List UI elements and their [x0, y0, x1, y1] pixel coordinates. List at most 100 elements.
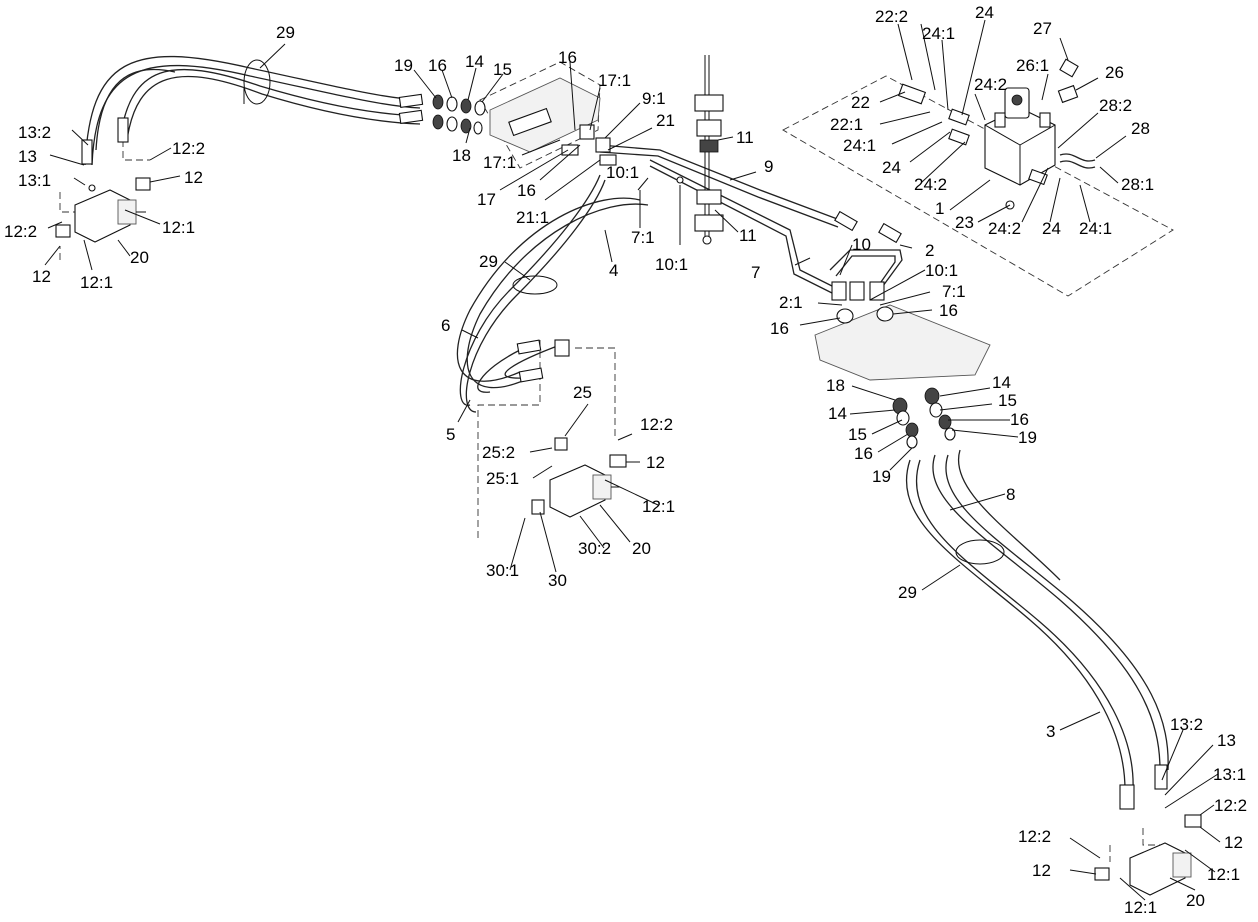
callout-c12_2d: 12:2	[1214, 796, 1247, 815]
callout-c16f: 16	[1010, 410, 1029, 429]
callout-c12_1c: 12:1	[642, 497, 675, 516]
callout-c19a: 19	[394, 56, 413, 75]
leader-lines	[44, 19, 1221, 901]
callout-c25: 25	[573, 383, 592, 402]
callout-c20c: 20	[1186, 891, 1205, 910]
callout-c14a: 14	[465, 52, 484, 71]
callout-c15b: 15	[998, 391, 1017, 410]
callout-c6: 6	[441, 316, 450, 335]
callout-c16c: 16	[517, 181, 536, 200]
pump-middle	[531, 437, 627, 518]
callout-c13a: 13	[18, 147, 37, 166]
callout-c24_2c: 24:2	[988, 219, 1021, 238]
callout-c20a: 20	[130, 248, 149, 267]
mid-manifold	[814, 304, 991, 449]
hoses	[81, 56, 1169, 810]
callout-c22_1: 22:1	[830, 115, 863, 134]
callout-c20b: 20	[632, 539, 651, 558]
callout-c10_1a: 10:1	[606, 163, 639, 182]
callout-c12_1b: 12:1	[80, 273, 113, 292]
callout-c15a: 15	[493, 60, 512, 79]
callout-c30_2: 30:2	[578, 539, 611, 558]
callout-c16a: 16	[428, 56, 447, 75]
callout-c17: 17	[477, 190, 496, 209]
callout-c24_2b: 24:2	[914, 175, 947, 194]
callout-c12c: 12	[646, 453, 665, 472]
callout-c12_1e: 12:1	[1124, 898, 1157, 917]
callout-c29c: 29	[898, 583, 917, 602]
callout-c26: 26	[1105, 63, 1124, 82]
valve-block	[897, 58, 1096, 210]
callout-c30: 30	[548, 571, 567, 590]
callout-c12_1a: 12:1	[162, 218, 195, 237]
callout-c1: 1	[935, 199, 944, 218]
callout-c28_1: 28:1	[1121, 175, 1154, 194]
callout-c10: 10	[852, 235, 871, 254]
callout-c23: 23	[955, 213, 974, 232]
callout-c16b: 16	[558, 48, 577, 67]
callout-c13_1a: 13:1	[18, 171, 51, 190]
callout-c12a: 12	[184, 168, 203, 187]
callout-c7_1a: 7:1	[631, 228, 655, 247]
callout-c12e: 12	[1032, 861, 1051, 880]
callout-c28_2: 28:2	[1099, 96, 1132, 115]
callout-c29b: 29	[479, 252, 498, 271]
callout-c8: 8	[1006, 485, 1015, 504]
callout-c24c: 24	[1042, 219, 1061, 238]
callout-c7: 7	[751, 263, 760, 282]
callout-c12d: 12	[1224, 833, 1243, 852]
callout-c29a: 29	[276, 23, 295, 42]
callout-c17_1a: 17:1	[598, 71, 631, 90]
pump-lower-right	[1094, 814, 1202, 896]
callout-c21_1: 21:1	[516, 208, 549, 227]
callout-c12_2e: 12:2	[1018, 827, 1051, 846]
callout-c16e: 16	[939, 301, 958, 320]
callout-c12_2c: 12:2	[640, 415, 673, 434]
callout-c12_2a: 12:2	[172, 139, 205, 158]
callout-c9: 9	[764, 157, 773, 176]
callout-c5: 5	[446, 425, 455, 444]
callout-c24a: 24	[975, 3, 994, 22]
callout-c9_1: 9:1	[642, 89, 666, 108]
callout-c13_2a: 13:2	[18, 123, 51, 142]
pump-upper-left	[55, 177, 151, 243]
callout-c4: 4	[609, 261, 618, 280]
callout-c15c: 15	[848, 425, 867, 444]
callout-c16d: 16	[770, 319, 789, 338]
callout-c10_1b: 10:1	[655, 255, 688, 274]
callout-c2: 2	[925, 241, 934, 260]
callout-c25_2: 25:2	[482, 443, 515, 462]
callout-c12b: 12	[32, 267, 51, 286]
callout-c24_1b: 24:1	[843, 136, 876, 155]
callout-c22: 22	[851, 93, 870, 112]
callout-c7_1b: 7:1	[942, 282, 966, 301]
callout-c2_1: 2:1	[779, 293, 803, 312]
callout-c3: 3	[1046, 722, 1055, 741]
callout-c16g: 16	[854, 444, 873, 463]
callout-c17_1b: 17:1	[483, 153, 516, 172]
callout-c24_1a: 24:1	[922, 24, 955, 43]
callout-c24_2a: 24:2	[974, 75, 1007, 94]
callout-c14c: 14	[828, 404, 847, 423]
callout-c18a: 18	[452, 146, 471, 165]
callout-c14b: 14	[992, 373, 1011, 392]
callout-c24_1c: 24:1	[1079, 219, 1112, 238]
callout-c25_1: 25:1	[486, 469, 519, 488]
callout-c28: 28	[1131, 119, 1150, 138]
callout-c24b: 24	[882, 158, 901, 177]
clamp-assembly-11	[676, 55, 724, 245]
callout-c27: 27	[1033, 19, 1052, 38]
callout-c12_1d: 12:1	[1207, 865, 1240, 884]
callout-c13_1b: 13:1	[1213, 765, 1246, 784]
callout-c12_2b: 12:2	[4, 222, 37, 241]
callout-c19c: 19	[872, 467, 891, 486]
callout-c30_1: 30:1	[486, 561, 519, 580]
callout-labels: 29 19 16 14 15 16 17:1 9:1 21 18 17:1 17…	[4, 3, 1247, 917]
callout-c11b: 11	[739, 226, 757, 245]
callout-c18b: 18	[826, 376, 845, 395]
callout-c19b: 19	[1018, 428, 1037, 447]
callout-c13b: 13	[1217, 731, 1236, 750]
callout-c21: 21	[656, 111, 675, 130]
callout-c10_1c: 10:1	[925, 261, 958, 280]
